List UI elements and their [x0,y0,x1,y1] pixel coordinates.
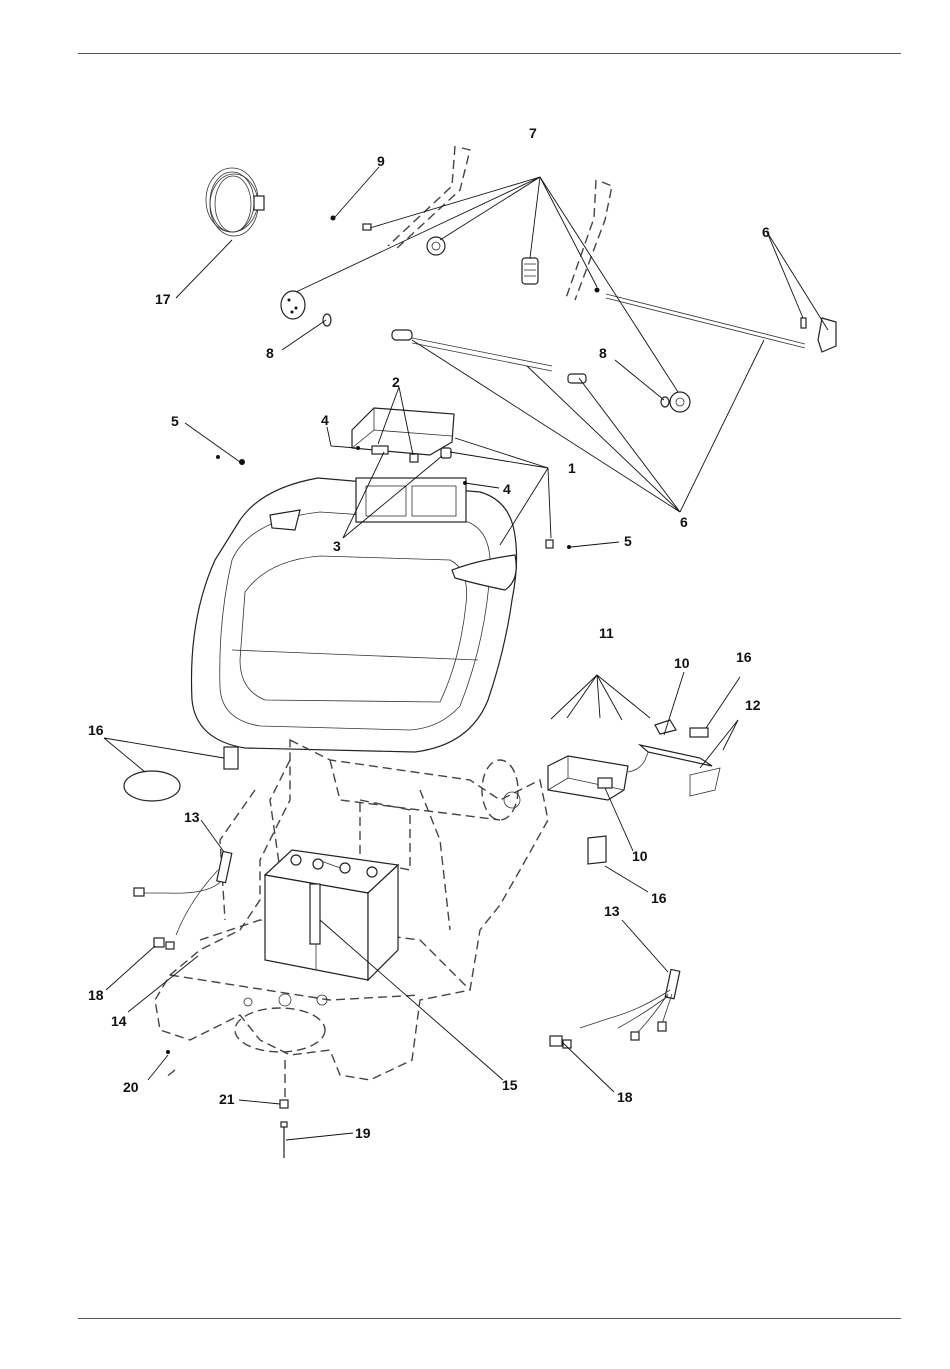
callout-19: 19 [355,1125,371,1141]
callout-17: 17 [155,291,171,307]
callout-10-upper: 10 [674,655,690,671]
callout-18-left: 18 [88,987,104,1003]
callout-12: 12 [745,697,761,713]
handle-tubes [388,146,612,300]
callout-13-left: 13 [184,809,200,825]
callout-7: 7 [529,125,537,141]
coiled-cable-part [206,168,264,236]
callout-2: 2 [392,374,400,390]
callout-16-upper: 16 [736,649,752,665]
callout-3: 3 [333,538,341,554]
decal-oval-part [124,747,238,801]
callout-15: 15 [502,1077,518,1093]
callout-16-lower: 16 [651,890,667,906]
linkage-rods [392,294,836,412]
callout-5-right: 5 [624,533,632,549]
callout-8-left: 8 [266,345,274,361]
callout-10-lower: 10 [632,848,648,864]
callout-8-right: 8 [599,345,607,361]
callout-16-left: 16 [88,722,104,738]
battery-pair-part [265,850,398,980]
callout-13-right: 13 [604,903,620,919]
callout-21: 21 [219,1091,235,1107]
charger-part [548,720,720,864]
callout-14: 14 [111,1013,127,1029]
callout-20: 20 [123,1079,139,1095]
cable-harness-right [550,969,680,1048]
hood-cover-part [191,478,516,752]
callout-4-lower: 4 [503,481,511,497]
callout-11: 11 [599,625,614,641]
callout-6-lower: 6 [680,514,688,530]
callout-4-upper: 4 [321,412,329,428]
callout-1: 1 [568,460,576,476]
callout-5-left: 5 [171,413,179,429]
callout-18-right: 18 [617,1089,633,1105]
callout-6-right: 6 [762,224,770,240]
callout-9: 9 [377,153,385,169]
handle-components [281,216,600,327]
